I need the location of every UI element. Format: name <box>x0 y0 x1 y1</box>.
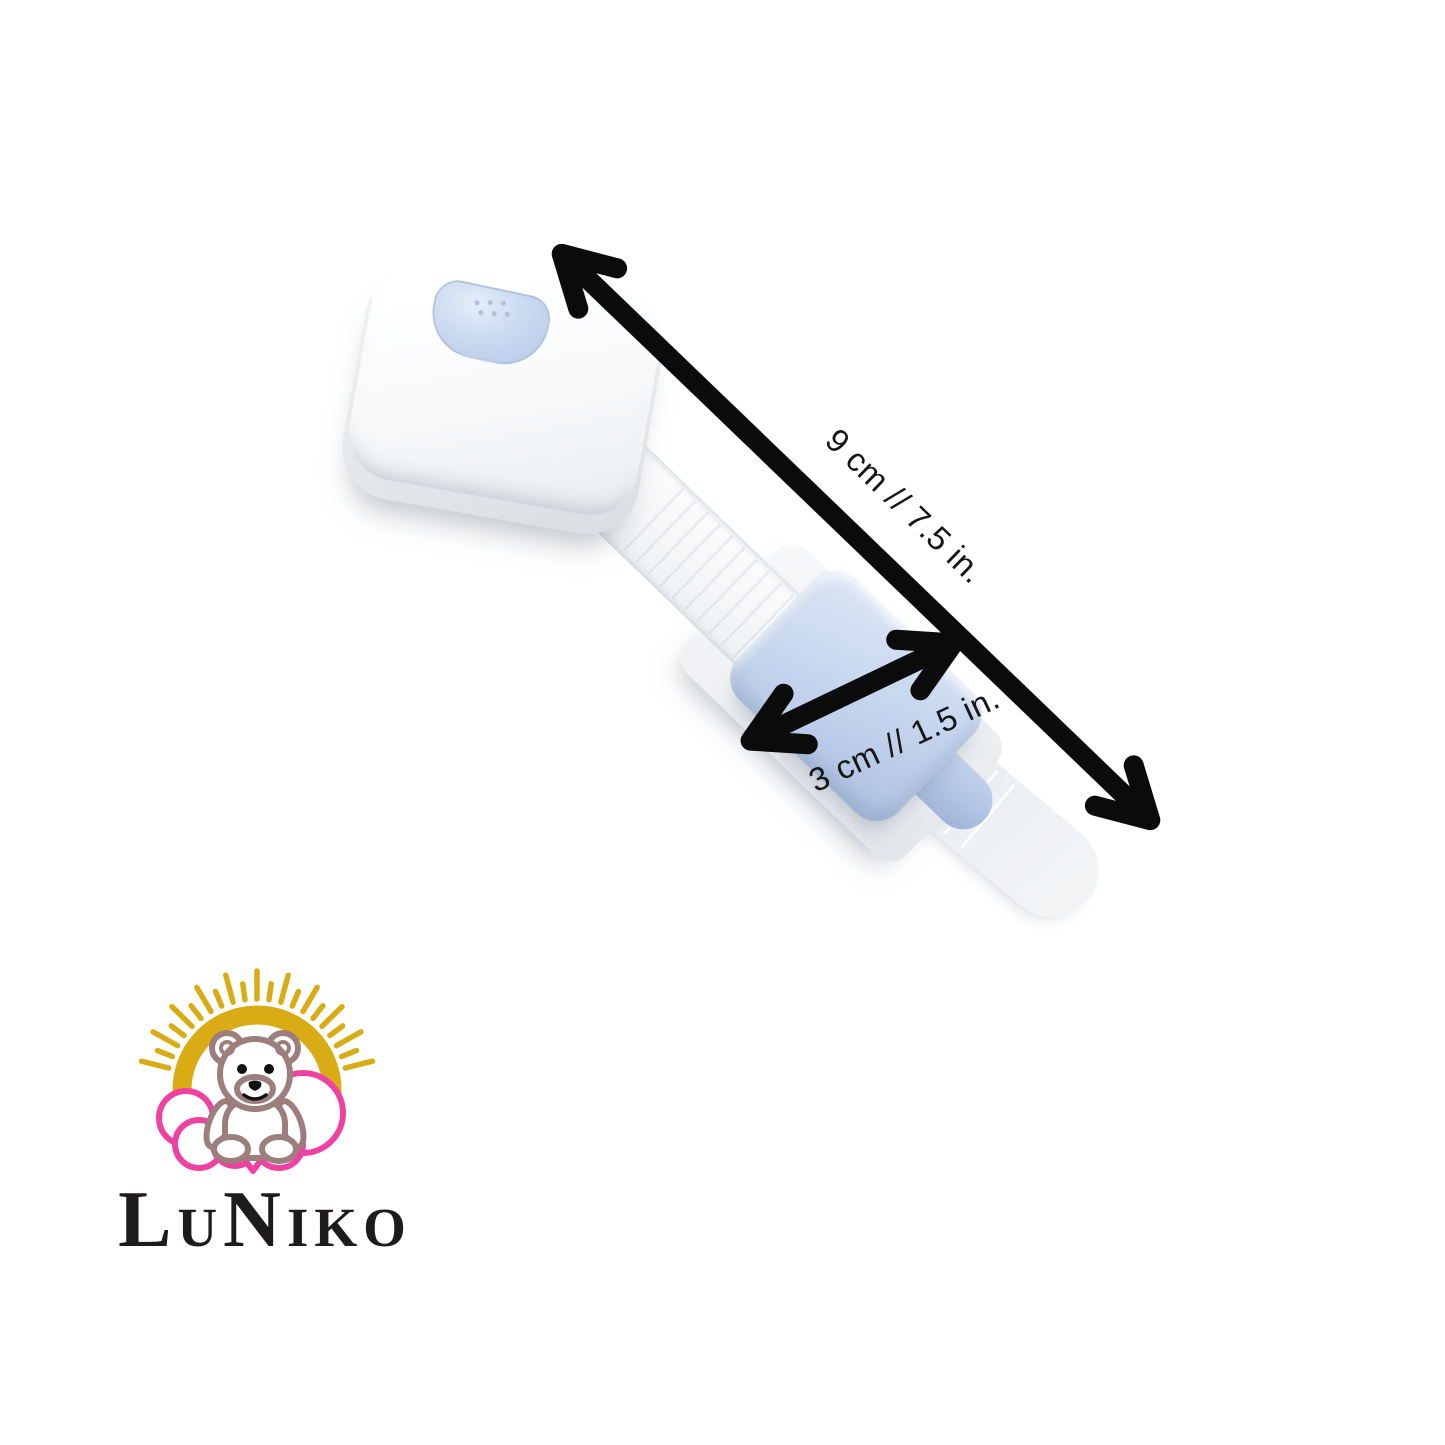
sun-arc-icon <box>172 1005 342 1113</box>
sun-rays-icon <box>138 968 376 1071</box>
brand-letter: O <box>363 1197 412 1258</box>
brand-letter: K <box>314 1197 364 1258</box>
teddy-bear-icon <box>203 1030 307 1164</box>
logo-mark <box>138 968 376 1176</box>
brand-letter: N <box>223 1176 287 1264</box>
brand-letter: I <box>286 1197 315 1258</box>
brand-letter: L <box>118 1176 178 1264</box>
lock-release-button <box>423 275 555 373</box>
brand-letter: U <box>177 1197 224 1258</box>
button-grip-dots <box>474 299 480 306</box>
